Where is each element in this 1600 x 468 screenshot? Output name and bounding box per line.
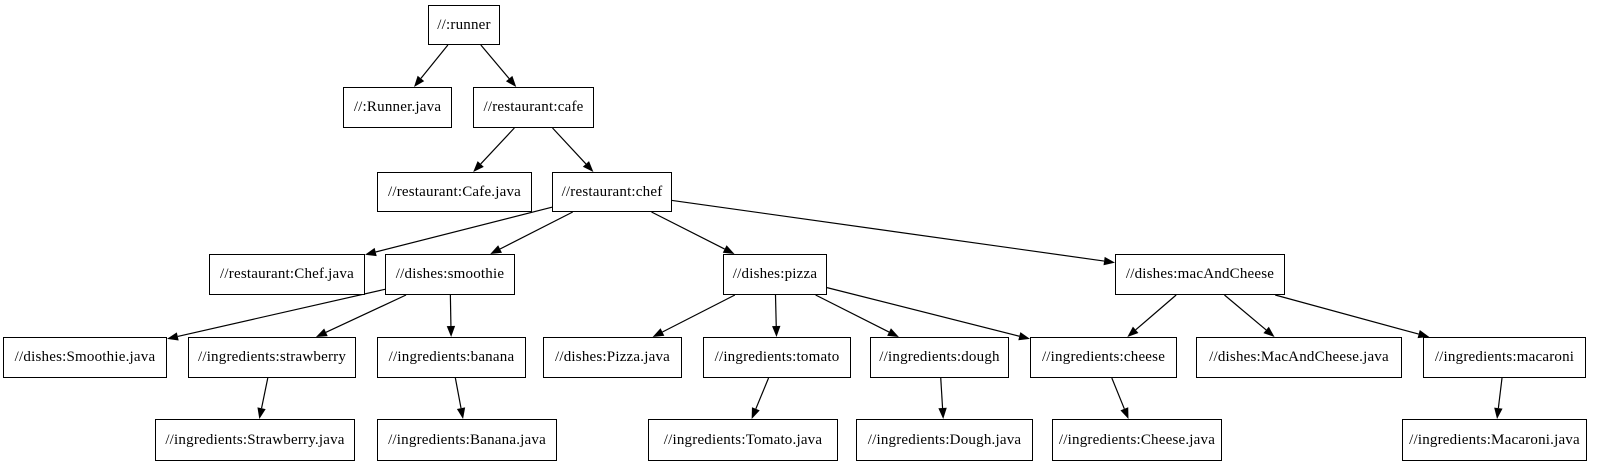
arrowhead-pizza-to-cheese bbox=[1018, 332, 1030, 341]
arrowhead-mac-to-macaroni bbox=[1417, 330, 1430, 339]
graph-node-cafe: //restaurant:cafe bbox=[473, 87, 594, 128]
graph-node-smoothie: //dishes:smoothie bbox=[385, 254, 515, 295]
arrowhead-smoothie-to-banana bbox=[446, 325, 456, 337]
arrowhead-chef-to-chef_java bbox=[365, 247, 377, 257]
edge-smoothie-to-strawberry bbox=[325, 294, 407, 333]
edge-cheese-to-cheese_java bbox=[1111, 377, 1125, 410]
edge-pizza-to-tomato bbox=[774, 294, 777, 327]
edge-chef-to-smoothie bbox=[499, 211, 573, 250]
arrowhead-pizza-to-dough bbox=[887, 328, 899, 337]
arrowhead-macaroni-to-macaroni_java bbox=[1494, 407, 1503, 419]
edge-cafe-to-chef bbox=[552, 127, 587, 165]
graph-node-tomato_java: //ingredients:Tomato.java bbox=[648, 419, 838, 461]
arrowhead-chef-to-pizza bbox=[722, 245, 735, 254]
graph-node-strawberry_java: //ingredients:Strawberry.java bbox=[155, 419, 355, 461]
arrowhead-mac-to-cheese bbox=[1127, 326, 1139, 337]
graph-node-strawberry: //ingredients:strawberry bbox=[188, 337, 356, 378]
arrowhead-smoothie-to-strawberry bbox=[315, 328, 328, 337]
graph-node-cheese: //ingredients:cheese bbox=[1030, 337, 1177, 378]
graph-node-banana_java: //ingredients:Banana.java bbox=[377, 419, 557, 461]
edge-cafe-to-cafe_java bbox=[480, 127, 515, 165]
edge-mac-to-cheese bbox=[1135, 294, 1177, 331]
edge-chef-to-mac bbox=[671, 199, 1105, 262]
edge-chef-to-pizza bbox=[651, 211, 725, 250]
graph-node-runner: //:runner bbox=[428, 5, 500, 45]
edge-macaroni-to-macaroni_java bbox=[1497, 377, 1503, 409]
graph-node-chef: //restaurant:chef bbox=[552, 172, 672, 212]
arrowhead-runner-to-cafe bbox=[505, 75, 517, 87]
arrowhead-cheese-to-cheese_java bbox=[1120, 407, 1129, 419]
edge-runner-to-runner_java bbox=[420, 44, 449, 79]
graph-node-dough: //ingredients:dough bbox=[870, 337, 1009, 378]
graph-node-macaroni: //ingredients:macaroni bbox=[1423, 337, 1586, 378]
edge-runner-to-cafe bbox=[480, 44, 510, 79]
graph-node-banana: //ingredients:banana bbox=[377, 337, 526, 378]
arrowhead-tomato-to-tomato_java bbox=[751, 407, 760, 419]
edge-tomato-to-tomato_java bbox=[755, 377, 770, 410]
arrowhead-dough-to-dough_java bbox=[938, 407, 947, 419]
graph-node-pizza_java: //dishes:Pizza.java bbox=[543, 337, 682, 378]
graph-node-cheese_java: //ingredients:Cheese.java bbox=[1052, 419, 1222, 461]
arrowhead-cafe-to-chef bbox=[582, 161, 594, 172]
graph-node-tomato: //ingredients:tomato bbox=[703, 337, 851, 378]
graph-node-cafe_java: //restaurant:Cafe.java bbox=[377, 172, 532, 212]
arrowhead-pizza-to-tomato bbox=[772, 325, 781, 337]
arrowhead-mac-to-mac_java bbox=[1263, 326, 1275, 337]
arrowhead-cafe-to-cafe_java bbox=[473, 161, 484, 172]
arrowhead-strawberry-to-strawberry_java bbox=[257, 407, 266, 419]
arrowhead-chef-to-mac bbox=[1103, 256, 1115, 266]
arrowhead-banana-to-banana_java bbox=[456, 407, 466, 419]
edge-smoothie-to-smoothie_java bbox=[177, 288, 386, 337]
arrowhead-smoothie-to-smoothie_java bbox=[167, 332, 179, 341]
edge-mac-to-mac_java bbox=[1224, 294, 1267, 331]
arrowhead-pizza-to-pizza_java bbox=[652, 328, 665, 337]
graph-node-mac_java: //dishes:MacAndCheese.java bbox=[1196, 337, 1402, 378]
graph-node-macaroni_java: //ingredients:Macaroni.java bbox=[1402, 419, 1587, 461]
edge-smoothie-to-banana bbox=[449, 294, 452, 327]
arrowhead-chef-to-smoothie bbox=[490, 245, 502, 254]
edge-pizza-to-dough bbox=[815, 294, 890, 333]
graph-node-smoothie_java: //dishes:Smoothie.java bbox=[3, 337, 167, 378]
edge-pizza-to-pizza_java bbox=[662, 294, 736, 333]
edge-chef-to-chef_java bbox=[375, 206, 553, 253]
graph-node-chef_java: //restaurant:Chef.java bbox=[209, 254, 365, 295]
edge-mac-to-macaroni bbox=[1275, 294, 1419, 335]
graph-node-runner_java: //:Runner.java bbox=[343, 87, 452, 128]
edge-dough-to-dough_java bbox=[940, 377, 944, 409]
arrowhead-runner-to-runner_java bbox=[414, 75, 425, 87]
edge-strawberry-to-strawberry_java bbox=[260, 377, 269, 409]
graph-node-pizza: //dishes:pizza bbox=[723, 254, 827, 295]
edge-banana-to-banana_java bbox=[454, 377, 462, 409]
graph-node-mac: //dishes:macAndCheese bbox=[1115, 254, 1285, 295]
graph-node-dough_java: //ingredients:Dough.java bbox=[856, 419, 1033, 461]
edge-pizza-to-cheese bbox=[826, 287, 1020, 337]
